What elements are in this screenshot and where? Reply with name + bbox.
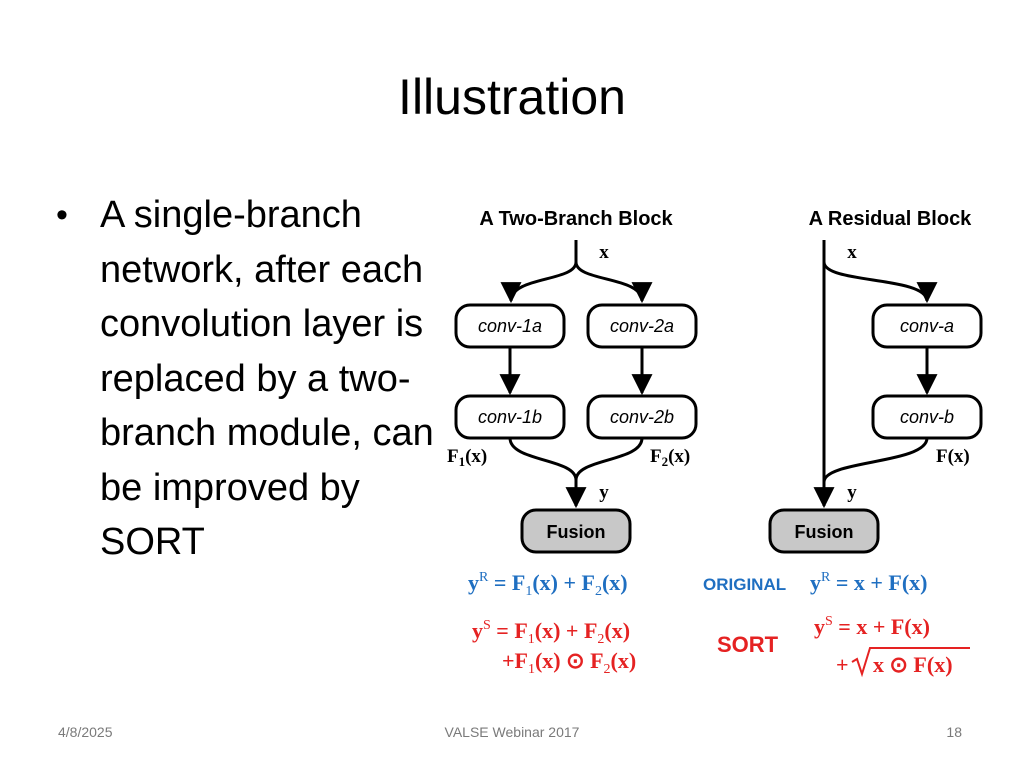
equations: yR = F1(x) + F2(x) ORIGINAL yR = x + F(x… bbox=[468, 570, 970, 678]
two-branch-block: A Two-Branch Block x conv-1a conv-2a con… bbox=[447, 208, 698, 554]
footer-date: 4/8/2025 bbox=[58, 724, 113, 740]
eq-sort-residual-sqrt-body: x ⊙ F(x) bbox=[873, 652, 953, 677]
residual-f-label: F(x) bbox=[936, 446, 970, 467]
f2-label: F2(x) bbox=[650, 446, 690, 469]
conv-1a-label: conv-1a bbox=[478, 316, 542, 336]
residual-output-label: y bbox=[847, 482, 857, 503]
residual-fusion-box bbox=[768, 508, 880, 554]
residual-input-label: x bbox=[847, 242, 857, 263]
eq-original-two-branch: yR = F1(x) + F2(x) bbox=[468, 570, 628, 599]
branch-left-arrow bbox=[500, 261, 578, 304]
residual-title: A Residual Block bbox=[809, 208, 973, 230]
two-branch-input-label: x bbox=[599, 242, 609, 263]
sqrt-sign-icon bbox=[851, 647, 970, 678]
residual-merge-line bbox=[822, 437, 929, 483]
conv-a-label: conv-a bbox=[900, 316, 954, 336]
residual-fusion-label: Fusion bbox=[795, 522, 854, 542]
conv-b-label: conv-b bbox=[900, 407, 954, 427]
merge-left-line bbox=[508, 437, 578, 481]
conv-1b-label: conv-1b bbox=[478, 407, 542, 427]
branch-right-arrow bbox=[574, 261, 653, 304]
slide-title: Illustration bbox=[398, 69, 626, 125]
two-branch-title: A Two-Branch Block bbox=[479, 208, 673, 230]
eq-sort-two-branch-line1: yS = F1(x) + F2(x) bbox=[472, 618, 630, 647]
residual-branch-arrow bbox=[822, 261, 938, 304]
merge-right-line bbox=[574, 437, 644, 481]
eq-sort-two-branch-line2: +F1(x) ⊙ F2(x) bbox=[502, 648, 636, 677]
bullet-text: A single-branch network, after each conv… bbox=[100, 194, 434, 563]
footer-title: VALSE Webinar 2017 bbox=[444, 724, 580, 740]
eq-sort-residual-plus: + bbox=[836, 652, 849, 677]
bullet-dot-icon: • bbox=[56, 196, 68, 234]
eq-original-residual: yR = x + F(x) bbox=[810, 570, 928, 595]
conv-2a-label: conv-2a bbox=[610, 316, 674, 336]
conv-2b-label: conv-2b bbox=[610, 407, 674, 427]
eq-sort-residual-line1: yS = x + F(x) bbox=[814, 614, 930, 639]
two-branch-fusion-label: Fusion bbox=[547, 522, 606, 542]
two-branch-output-label: y bbox=[599, 482, 609, 503]
footer-page-number: 18 bbox=[946, 724, 962, 740]
two-branch-fusion-box bbox=[520, 508, 632, 554]
residual-block: A Residual Block x conv-a conv-b F(x) y … bbox=[768, 208, 983, 554]
label-original: ORIGINAL bbox=[703, 575, 786, 594]
label-sort: SORT bbox=[717, 632, 779, 657]
f1-label: F1(x) bbox=[447, 446, 487, 469]
